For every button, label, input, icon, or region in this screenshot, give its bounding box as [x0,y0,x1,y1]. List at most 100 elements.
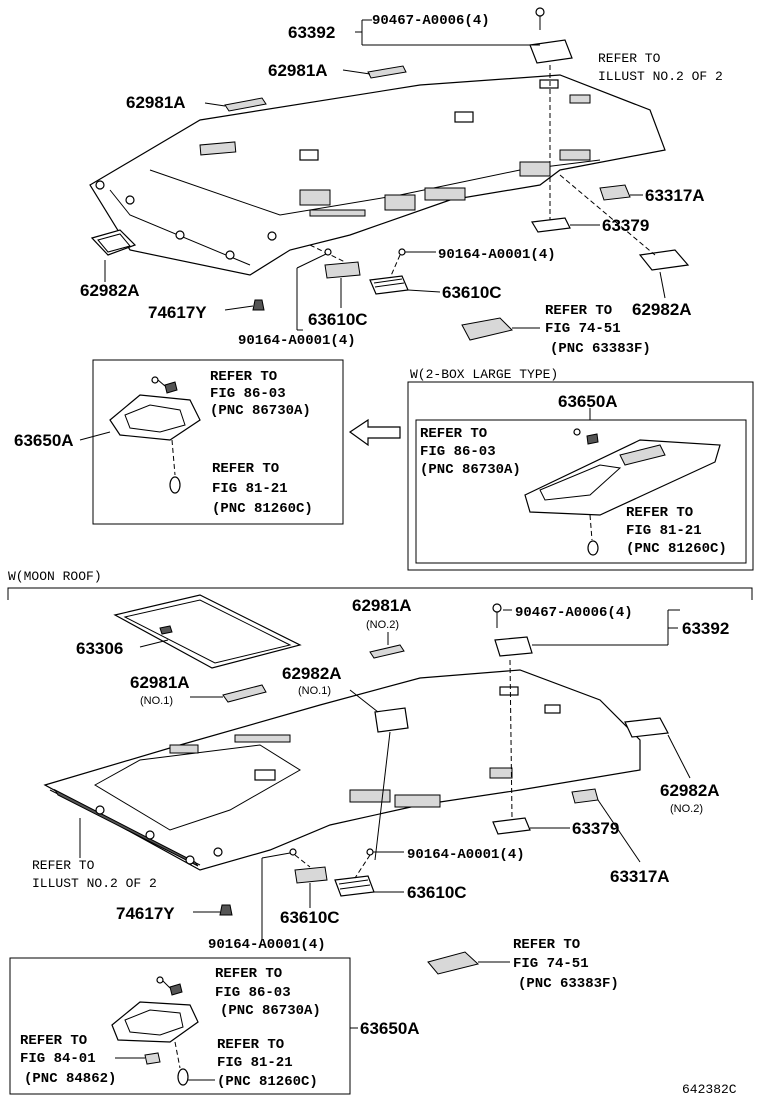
lamp-63610c-a [324,261,361,279]
visor-holder-62981a-no2 [369,644,405,659]
label-63610c-left: 63610C [308,310,368,329]
bracket-63392 [529,39,573,64]
label-63650a-right: 63650A [558,392,618,411]
bottom-refer86-line3: (PNC 86730A) [220,1003,321,1019]
left-refer86-line1: REFER TO [210,369,277,385]
bottom-refer86-line1: REFER TO [215,966,282,982]
right-refer86-line3: (PNC 86730A) [420,462,521,478]
bottom-refer81-line2: FIG 81-21 [217,1055,293,1071]
clip-74617y [252,299,265,311]
bottom-refer84-line2: FIG 84-01 [20,1051,96,1067]
assist-grip-62982a-no1 [374,707,409,733]
moon-roof-frame [7,587,753,600]
header-2-box-large-type: W(2-BOX LARGE TYPE) [410,367,558,382]
label-62981a-upper: 62981A [268,61,328,80]
lamp-63650a-left [79,376,201,494]
left-refer81-line1: REFER TO [212,461,279,477]
left-refer81-line3: (PNC 81260C) [212,501,313,517]
moon-roof-section [43,594,691,975]
label-63610c-right: 63610C [442,283,502,302]
bracket-63317a-moon [571,788,599,804]
label-63392-moon: 63392 [682,619,729,638]
refer-74-51-line2: FIG 74-51 [545,321,621,337]
clip-74617y-moon [219,904,233,916]
label-63379: 63379 [602,216,649,235]
label-63610c-moon-left: 63610C [280,908,340,927]
lamp-box-right-inner [415,419,747,564]
figure-id: 642382C [682,1082,737,1097]
label-62981a-lower: 62981A [126,93,186,112]
bracket-63317a [599,184,631,201]
ring-63379 [531,217,571,233]
sub-62982a-no1: (NO.1) [298,685,331,697]
label-90164-lower: 90164-A0001(4) [238,333,356,349]
bottom-refer84-line1: REFER TO [20,1033,87,1049]
lamp-box-left [92,359,344,525]
lamp-63650a-bottom [111,976,358,1086]
ring-63379-moon [492,817,531,835]
visor-holder-62981a-2 [367,65,407,79]
sub-62982a-no2: (NO.2) [670,803,703,815]
lamp-63650a-right [524,428,721,556]
label-90467-moon: 90467-A0006(4) [515,605,633,621]
bottom-refer86-line2: FIG 86-03 [215,985,291,1001]
label-90467: 90467-A0006(4) [372,13,490,29]
label-62982a-left: 62982A [80,281,140,300]
moon-refer-illust-line2: ILLUST NO.2 OF 2 [32,876,157,891]
left-refer81-line2: FIG 81-21 [212,481,288,497]
label-62982a-no2: 62982A [660,781,720,800]
label-63317a: 63317A [645,186,705,205]
label-62982a-right: 62982A [632,300,692,319]
visor-holder-62981a-1 [224,97,267,112]
bottom-refer84-line3: (PNC 84862) [24,1071,116,1087]
label-63306: 63306 [76,639,123,658]
lamp-63610c-moon-b [334,875,375,897]
lamp-box-bottom [9,957,351,1095]
right-refer86-line2: FIG 86-03 [420,444,496,460]
right-refer81-line2: FIG 81-21 [626,523,702,539]
moon-refer-74-51-line1: REFER TO [513,937,580,953]
label-90164-upper: 90164-A0001(4) [438,247,556,263]
label-90164-moon-upper: 90164-A0001(4) [407,847,525,863]
header-moon-roof: W(MOON ROOF) [8,569,102,584]
bracket-63392-moon [494,636,533,657]
moon-refer-74-51-line2: FIG 74-51 [513,956,589,972]
top-section [89,7,690,341]
arrow-left-icon [348,418,401,447]
moon-refer-74-51-line3: (PNC 63383F) [518,976,619,992]
label-62981a-no1: 62981A [130,673,190,692]
label-90164-moon-lower: 90164-A0001(4) [208,937,326,953]
label-62981a-no2: 62981A [352,596,412,615]
assist-grip-62982a-left [90,229,137,256]
label-63392: 63392 [288,23,335,42]
assist-grip-62982a-no2 [624,717,669,738]
label-74617y: 74617Y [148,303,207,322]
left-refer86-line3: (PNC 86730A) [210,403,311,419]
refer-illust-line2: ILLUST NO.2 OF 2 [598,69,723,84]
refer-74-51-line3: (PNC 63383F) [550,341,651,357]
right-refer86-line1: REFER TO [420,426,487,442]
lamp-63610c-moon-a [294,866,328,884]
lamp-box-right-outer [407,381,754,571]
sunshade-63306 [113,594,302,669]
headliner-moon-roof [43,669,641,871]
right-refer81-line3: (PNC 81260C) [626,541,727,557]
refer-74-51-line1: REFER TO [545,303,612,319]
moon-refer-illust-line1: REFER TO [32,858,95,873]
refer-illust-line1: REFER TO [598,51,661,66]
label-63650a-bottom: 63650A [360,1019,420,1038]
bottom-refer81-line1: REFER TO [217,1037,284,1053]
sub-62981a-no1: (NO.1) [140,695,173,707]
label-74617y-moon: 74617Y [116,904,175,923]
sub-62981a-no2: (NO.2) [366,619,399,631]
bracket-63383f-moon [427,951,480,975]
label-63317a-moon: 63317A [610,867,670,886]
label-63610c-moon-right: 63610C [407,883,467,902]
label-63650a-left: 63650A [14,431,74,450]
label-63379-moon: 63379 [572,819,619,838]
left-refer86-line2: FIG 86-03 [210,386,286,402]
right-refer81-line1: REFER TO [626,505,693,521]
bottom-refer81-line3: (PNC 81260C) [217,1074,318,1090]
label-62982a-no1: 62982A [282,664,342,683]
